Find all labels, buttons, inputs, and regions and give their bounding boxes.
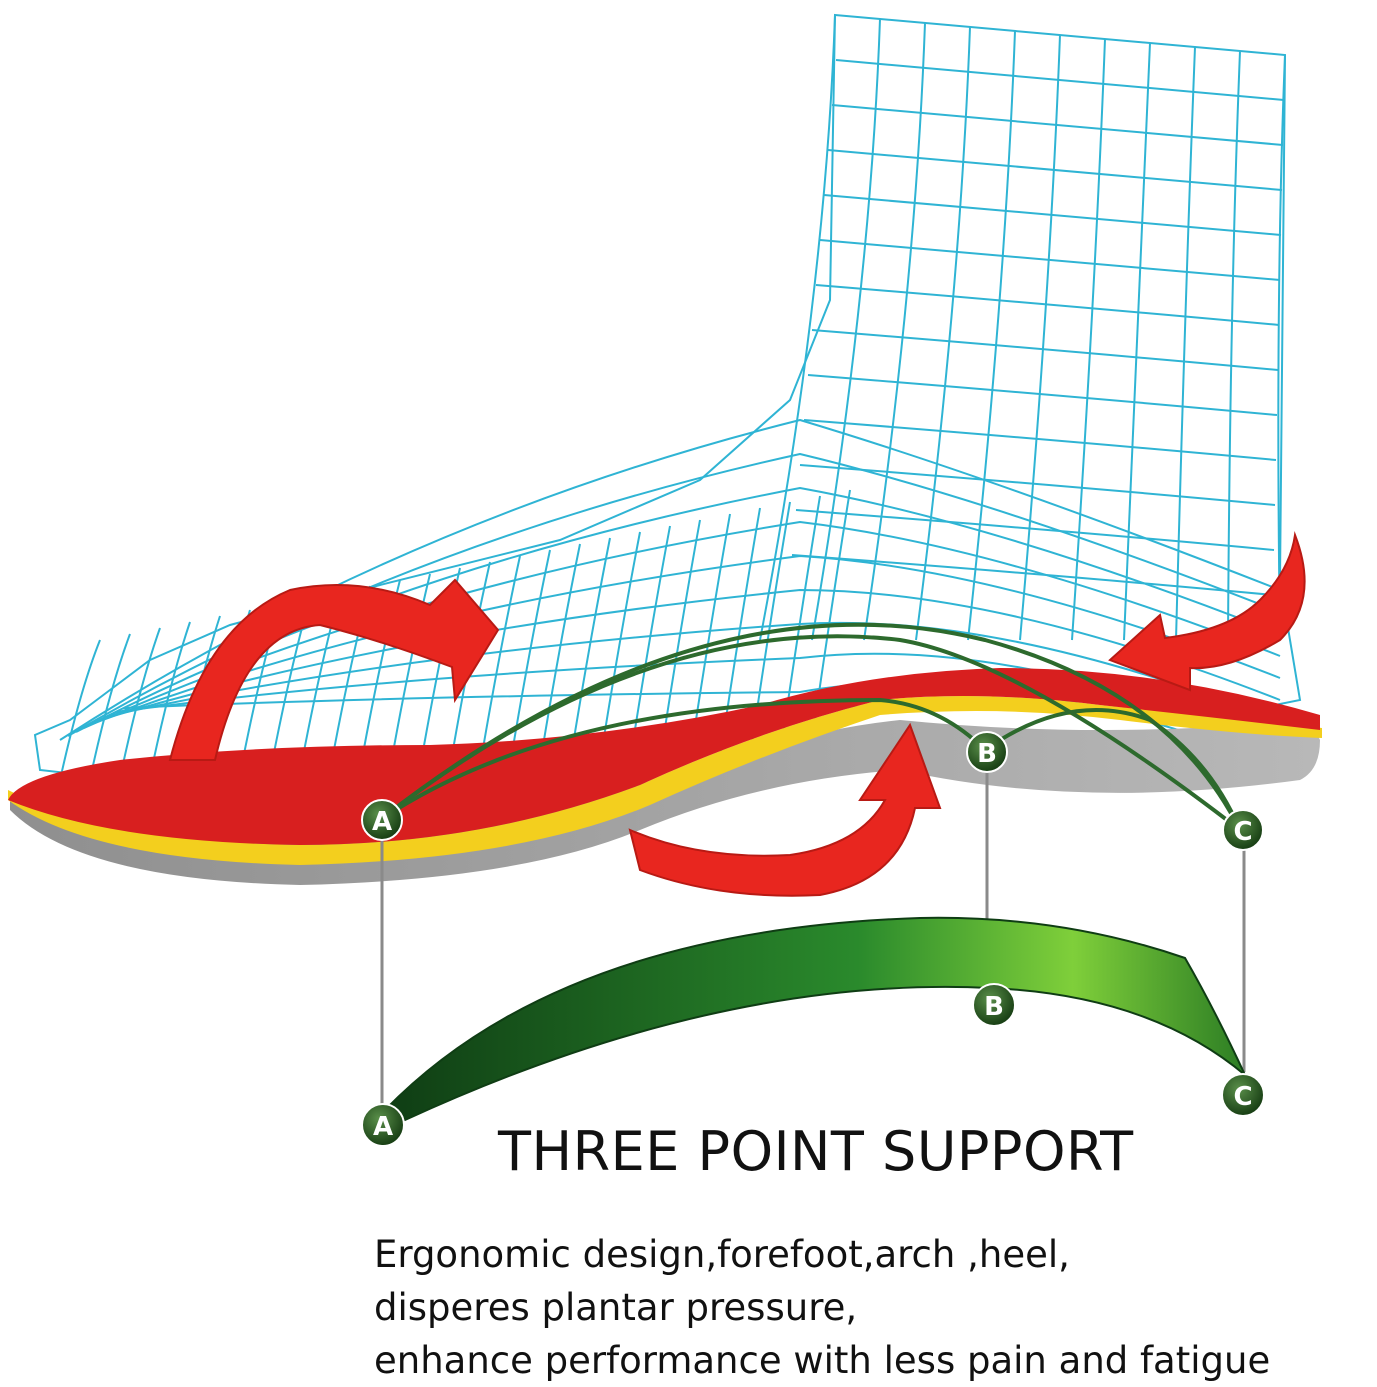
svg-text:A: A: [373, 1112, 393, 1142]
forefoot-arrow: [168, 578, 500, 761]
support-curves: [378, 622, 1242, 832]
connector-lines: [380, 772, 1246, 1105]
insole-red-top: [8, 668, 1320, 845]
insole-yellow-layer: [8, 696, 1322, 865]
point-marker-a-bottom: A: [361, 1103, 405, 1147]
description-line-3: enhance performance with less pain and f…: [374, 1339, 1271, 1382]
description: Ergonomic design,forefoot,arch ,heel, di…: [374, 1228, 1270, 1387]
description-line-1: Ergonomic design,forefoot,arch ,heel,: [374, 1233, 1070, 1276]
svg-text:B: B: [984, 992, 1004, 1022]
description-line-2: disperes plantar pressure,: [374, 1286, 858, 1329]
arch-arrow: [628, 722, 942, 897]
svg-text:C: C: [1233, 817, 1252, 847]
point-marker-c-bottom: C: [1221, 1073, 1265, 1117]
point-marker-a-top: A: [361, 799, 403, 841]
svg-text:B: B: [977, 739, 997, 769]
heel-arrow: [1108, 531, 1306, 692]
red-arrows: [168, 531, 1306, 897]
headline: THREE POINT SUPPORT: [498, 1120, 1134, 1183]
arch-support-shape: [383, 916, 1246, 1122]
point-marker-c-top: C: [1222, 809, 1264, 851]
svg-text:A: A: [372, 807, 392, 837]
point-marker-b-top: B: [966, 731, 1008, 773]
svg-text:C: C: [1233, 1082, 1252, 1112]
point-marker-b-bottom: B: [972, 983, 1016, 1027]
